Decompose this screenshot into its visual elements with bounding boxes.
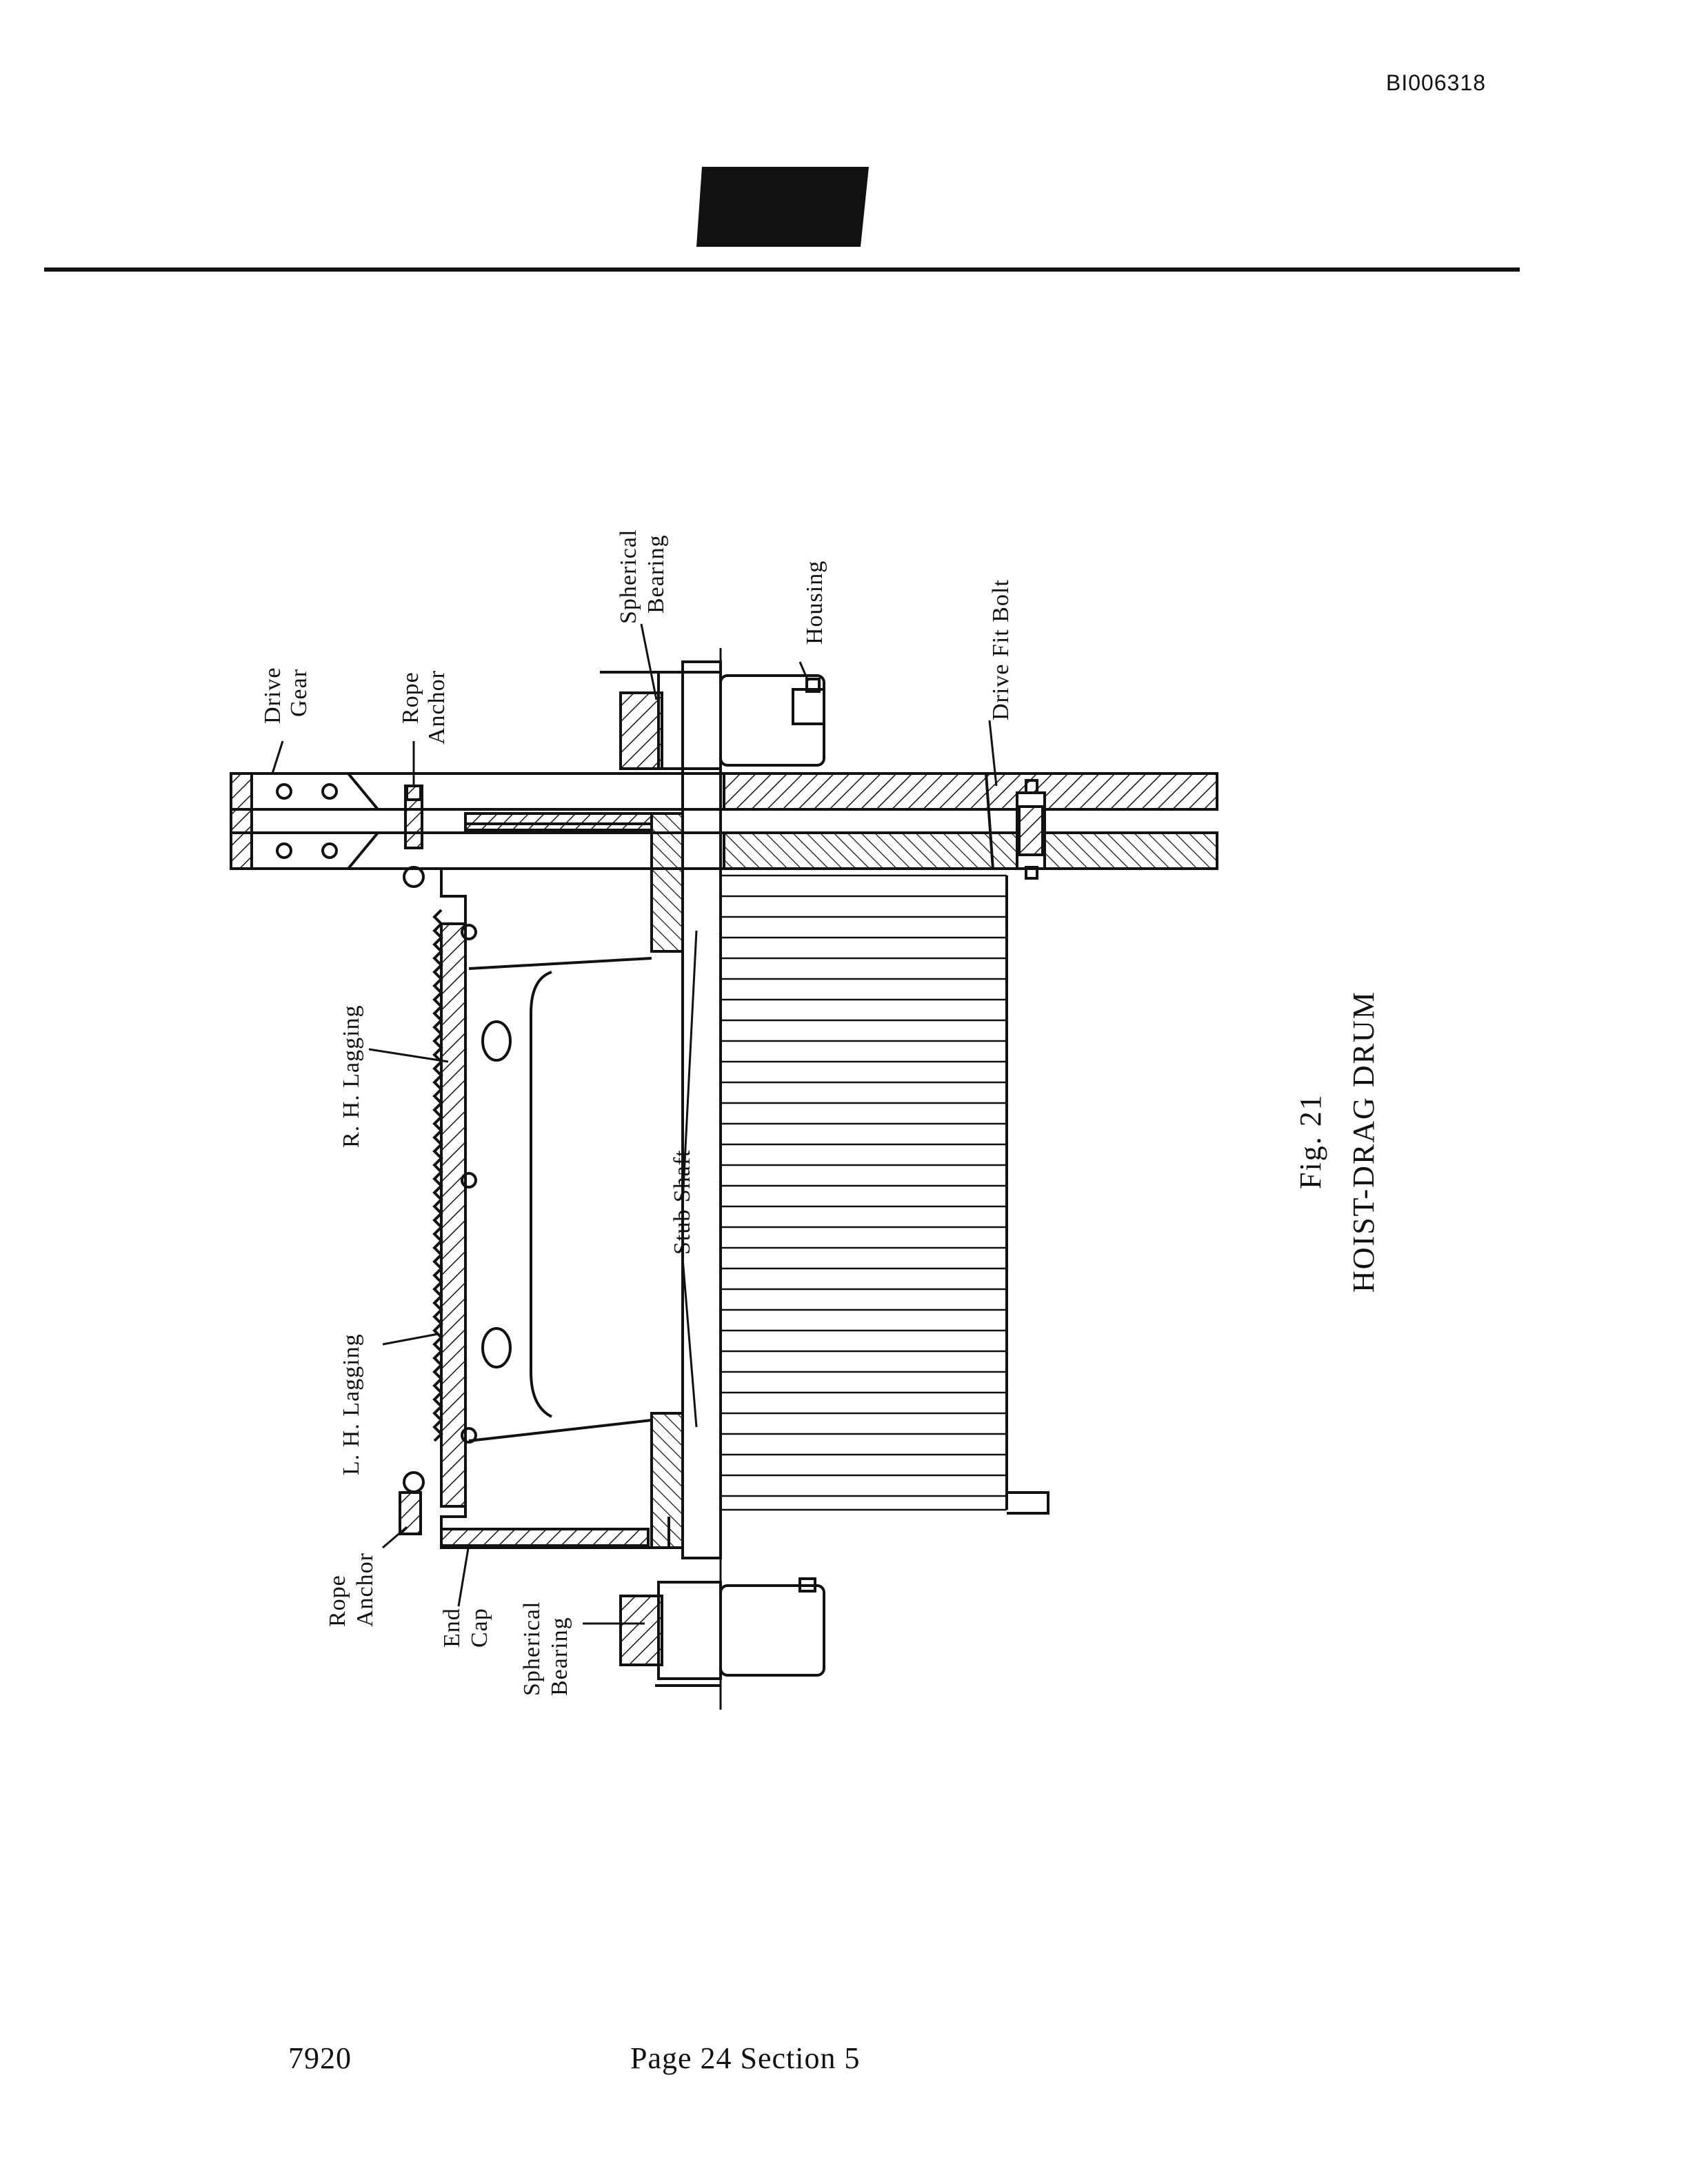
drive-fit-bolt	[1016, 779, 1046, 880]
drum-shell	[440, 812, 684, 1549]
label-spherical-bearing-top-1: Spherical	[616, 529, 641, 624]
label-rope-anchor-top-1: Rope	[398, 671, 423, 724]
drive-gear	[230, 772, 1218, 870]
label-spherical-bearing-bottom-1: Spherical	[519, 1601, 545, 1696]
label-drive-gear-1: Drive	[260, 667, 285, 724]
label-spherical-bearing-top-2: Bearing	[643, 534, 669, 614]
figure-title: HOIST-DRAG DRUM	[1347, 991, 1380, 1293]
rope-anchor-top	[403, 785, 425, 888]
label-rope-anchor-top-2: Anchor	[424, 670, 450, 745]
header-rule	[44, 267, 1520, 272]
rope-anchor-bottom	[399, 1471, 425, 1535]
label-rh-lagging: R. H. Lagging	[339, 1004, 364, 1148]
footer-page-section: Page 24 Section 5	[630, 2041, 861, 2075]
company-logo	[696, 167, 869, 247]
bottom-bearing-housing	[619, 1577, 825, 1687]
label-end-cap-1: End	[439, 1608, 465, 1648]
label-spherical-bearing-bottom-2: Bearing	[547, 1617, 572, 1696]
centerline	[681, 648, 722, 1710]
footer-document-number: 7920	[288, 2041, 352, 2075]
label-drive-fit-bolt: Drive Fit Bolt	[988, 579, 1014, 720]
label-end-cap-2: Cap	[467, 1608, 492, 1648]
top-bearing-housing	[600, 671, 825, 770]
document-id: BI006318	[1386, 70, 1487, 95]
label-rope-anchor-bottom-1: Rope	[325, 1575, 350, 1627]
label-lh-lagging: L. H. Lagging	[339, 1333, 364, 1475]
lagging	[432, 909, 477, 1508]
label-rope-anchor-bottom-2: Anchor	[352, 1553, 378, 1627]
label-drive-gear-2: Gear	[286, 669, 312, 717]
label-housing: Housing	[802, 560, 827, 645]
drum-face	[721, 874, 1049, 1515]
leader-lines	[271, 623, 998, 1625]
label-stub-shaft: Stub Shaft	[670, 1149, 695, 1255]
figure-number: Fig. 21	[1294, 1093, 1327, 1189]
